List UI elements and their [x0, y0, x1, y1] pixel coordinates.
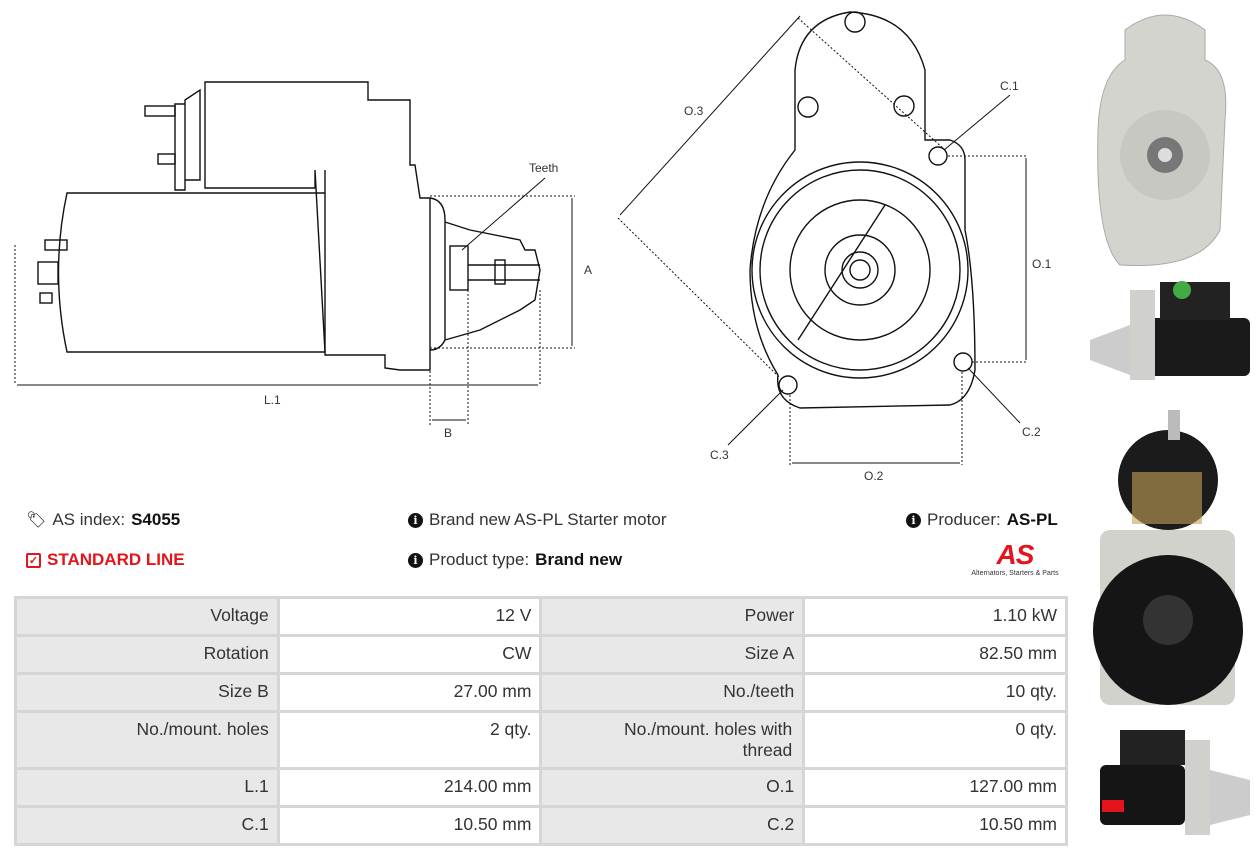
tags-icon: 🏷︎: [26, 512, 47, 529]
as-index: 🏷︎ AS index:S4055: [26, 510, 181, 529]
product-photos: [1090, 14, 1250, 835]
spec-label: L.1: [14, 767, 280, 808]
photo-front-view: [1097, 14, 1227, 267]
photo-side-view: [1090, 281, 1250, 380]
spec-value: 10.50 mm: [802, 805, 1068, 846]
spec-label: C.2: [539, 805, 806, 846]
spec-value: 27.00 mm: [276, 672, 543, 713]
spec-label: No./teeth: [539, 672, 806, 713]
spec-label: No./mount. holes: [14, 710, 280, 770]
spec-value: 82.50 mm: [802, 634, 1068, 675]
o3-label: O.3: [684, 104, 704, 118]
spec-label: Power: [539, 596, 806, 637]
spec-label: C.1: [14, 805, 280, 846]
spec-label: Size B: [14, 672, 280, 713]
spec-value: 12 V: [276, 596, 543, 637]
spec-value: CW: [276, 634, 543, 675]
as-index-value: S4055: [131, 510, 181, 529]
info-icon: i: [906, 512, 921, 528]
spec-label: No./mount. holes with thread: [539, 710, 806, 770]
info-icon: i: [408, 512, 423, 528]
spec-value: 0 qty.: [802, 710, 1068, 770]
photo-side-view-2: [1100, 730, 1250, 835]
side-view-drawing: [14, 81, 575, 425]
spec-value: 127.00 mm: [802, 767, 1068, 808]
front-view-drawing: [617, 11, 1028, 465]
spec-label: Voltage: [14, 596, 280, 637]
o1-label: O.1: [1032, 257, 1052, 271]
spec-label: Rotation: [14, 634, 280, 675]
spec-value: 214.00 mm: [276, 767, 543, 808]
l1-label: L.1: [264, 393, 281, 407]
c3-label: C.3: [710, 448, 729, 462]
spec-value: 10 qty.: [802, 672, 1068, 713]
as-pl-logo: AS Alternators, Starters & Parts: [971, 539, 1059, 578]
spec-value: 2 qty.: [276, 710, 543, 770]
spec-value: 1.10 kW: [802, 596, 1068, 637]
standard-line-badge: ✓ STANDARD LINE: [26, 550, 185, 570]
c2-label: C.2: [1022, 425, 1041, 439]
size-b-label: B: [444, 426, 453, 440]
c1-label: C.1: [1000, 79, 1019, 93]
info-icon: i: [408, 552, 423, 568]
size-a-label: A: [584, 263, 593, 277]
photo-rear-view: [1093, 410, 1243, 705]
spec-value: 10.50 mm: [276, 805, 543, 846]
teeth-label: Teeth: [529, 161, 559, 175]
o2-label: O.2: [864, 469, 884, 483]
spec-label: Size A: [539, 634, 806, 675]
spec-label: O.1: [539, 767, 806, 808]
checkbox-checked-icon: ✓: [26, 552, 41, 568]
